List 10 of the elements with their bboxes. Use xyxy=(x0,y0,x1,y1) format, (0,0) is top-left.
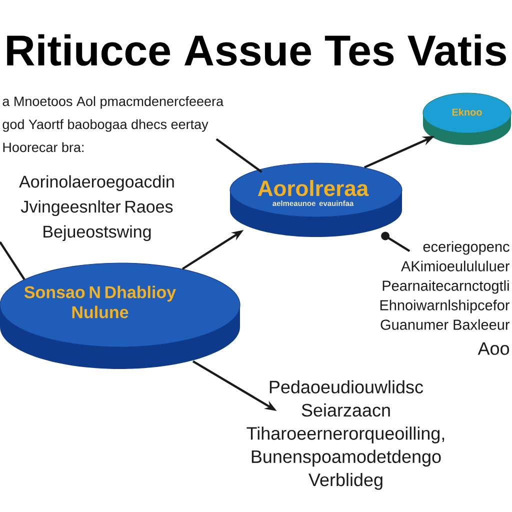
annotation-text: a Mnoetoos Aol pmacmdenercfeeera god Yaortf baobogaa dhecs eertay Hoorecar bra: xyxy=(2,96,224,152)
disk: Eknoo xyxy=(422,92,512,145)
connector-line xyxy=(216,138,262,173)
connector-line xyxy=(381,232,410,252)
annotation-text: Aorinolaeroegoacdin Jvingeesnlter Raoes Bejueostswing xyxy=(19,175,174,242)
annotation-text: Pedaoeudiouwlidsc Seiarzaacn Tiharoeernerorqueoilling, Bunenspoamodetdengo Verblideg xyxy=(246,380,444,490)
connector-line xyxy=(0,241,26,280)
disk: Sonsao N Dhablioy Nulune xyxy=(0,262,240,369)
title: Ritiucce Assue Tes Vatis xyxy=(7,34,506,66)
annotation-text: eceriegopenc AKimioeulululuer Pearnaitecarnctogtli Ehnoiwarnlshipcefor Guanumer Baxleeur Aoo xyxy=(380,241,510,355)
